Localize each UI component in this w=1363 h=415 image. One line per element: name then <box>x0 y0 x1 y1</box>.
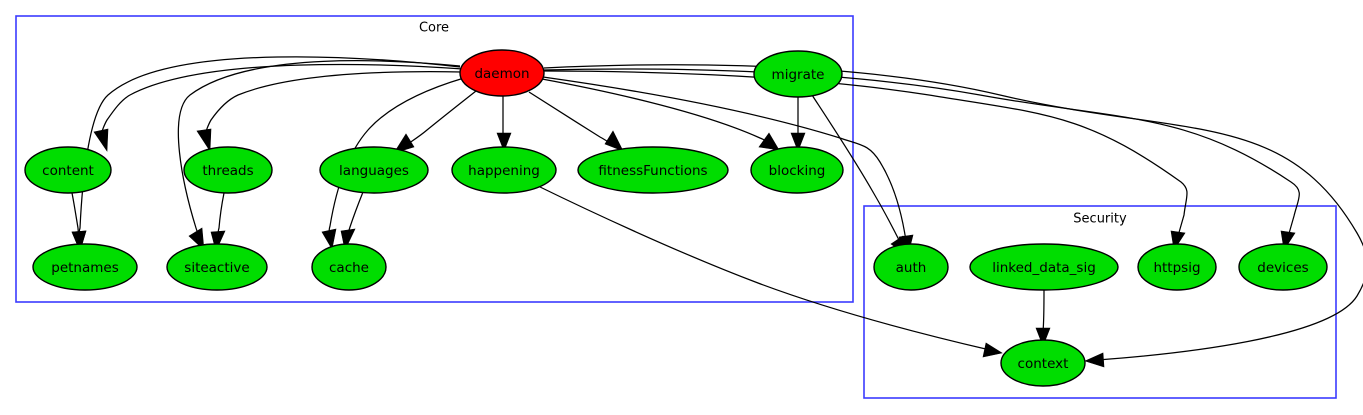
cluster-security: Security <box>863 205 1337 399</box>
edge-line <box>203 71 463 138</box>
edge-line <box>528 91 613 145</box>
arrowhead-icon <box>758 132 780 151</box>
edge-line <box>1042 289 1045 333</box>
node-cache[interactable]: cache <box>311 243 387 291</box>
arrowhead-icon <box>93 128 109 152</box>
arrowhead-icon <box>188 227 205 251</box>
edge-daemon-to-fitnessFunctions <box>528 91 624 152</box>
arrowhead-icon <box>790 132 806 152</box>
cluster-core: Core <box>15 15 854 303</box>
arrowhead-icon <box>982 342 1003 358</box>
edge-line <box>537 185 991 351</box>
arrowhead-icon <box>604 130 624 152</box>
edge-line <box>811 94 901 243</box>
arrowhead-icon <box>393 133 415 154</box>
node-shape-petnames[interactable] <box>32 243 138 291</box>
edge-languages-to-cache <box>340 191 364 251</box>
node-context[interactable]: context <box>1000 339 1086 387</box>
node-languages[interactable]: languages <box>319 146 429 194</box>
edge-daemon-to-content <box>93 63 464 152</box>
cluster-box-core <box>15 15 854 303</box>
node-shape-happening[interactable] <box>451 146 557 194</box>
arrowhead-icon <box>210 230 226 252</box>
node-shape-siteactive[interactable] <box>166 243 268 291</box>
node-fitnessFunctions[interactable]: fitnessFunctions <box>577 146 729 194</box>
node-shape-devices[interactable] <box>1238 243 1328 291</box>
node-shape-auth[interactable] <box>873 243 949 291</box>
edge-threads-to-siteactive <box>210 192 226 252</box>
edge-line <box>71 192 80 238</box>
edge-migrate-to-blocking <box>790 97 806 152</box>
node-devices[interactable]: devices <box>1238 243 1328 291</box>
edge-daemon-to-blocking <box>541 78 780 151</box>
arrowhead-icon <box>1084 352 1105 368</box>
edge-line <box>177 60 461 238</box>
edge-happening-to-context <box>537 185 1003 358</box>
edge-daemon-to-threads <box>196 71 463 152</box>
node-daemon[interactable]: daemon <box>459 49 545 97</box>
edge-content-to-petnames <box>71 192 87 252</box>
node-blocking[interactable]: blocking <box>750 146 844 194</box>
edge-daemon-to-happening <box>496 96 512 152</box>
cluster-label-core: Core <box>419 21 449 36</box>
edge-daemon-to-siteactive <box>177 60 461 251</box>
node-shape-blocking[interactable] <box>750 146 844 194</box>
edge-daemon-to-context <box>543 64 1363 368</box>
edge-line <box>217 192 225 238</box>
node-httpsig[interactable]: httpsig <box>1137 243 1217 291</box>
node-shape-migrate[interactable] <box>753 50 843 98</box>
edge-line <box>543 70 1188 237</box>
arrowhead-icon <box>196 128 212 152</box>
node-migrate[interactable]: migrate <box>753 50 843 98</box>
edge-line <box>78 56 461 238</box>
cluster-label-security: Security <box>1073 212 1127 227</box>
node-threads[interactable]: threads <box>183 146 273 194</box>
arrowhead-icon <box>71 230 87 252</box>
arrowhead-icon <box>1035 327 1051 347</box>
edge-line <box>404 90 477 147</box>
arrowhead-icon <box>496 132 512 152</box>
node-shape-fitnessFunctions[interactable] <box>577 146 729 194</box>
edge-linked_data_sig-to-context <box>1035 289 1051 347</box>
node-shape-httpsig[interactable] <box>1137 243 1217 291</box>
arrowhead-icon <box>321 228 337 250</box>
node-petnames[interactable]: petnames <box>32 243 138 291</box>
node-siteactive[interactable]: siteactive <box>166 243 268 291</box>
edge-line <box>543 64 1363 361</box>
node-shape-threads[interactable] <box>183 146 273 194</box>
node-happening[interactable]: happening <box>451 146 557 194</box>
node-shape-context[interactable] <box>1000 339 1086 387</box>
node-shape-daemon[interactable] <box>459 49 545 97</box>
node-shape-content[interactable] <box>24 146 112 194</box>
node-shape-linked_data_sig[interactable] <box>969 243 1119 291</box>
edge-daemon-to-languages <box>393 90 477 154</box>
edge-line <box>99 63 464 138</box>
node-linked_data_sig[interactable]: linked_data_sig <box>969 243 1119 291</box>
node-content[interactable]: content <box>24 146 112 194</box>
node-auth[interactable]: auth <box>873 243 949 291</box>
node-shape-languages[interactable] <box>319 146 429 194</box>
edge-layer <box>71 56 1363 368</box>
node-shape-cache[interactable] <box>311 243 387 291</box>
cluster-box-security <box>863 205 1337 399</box>
